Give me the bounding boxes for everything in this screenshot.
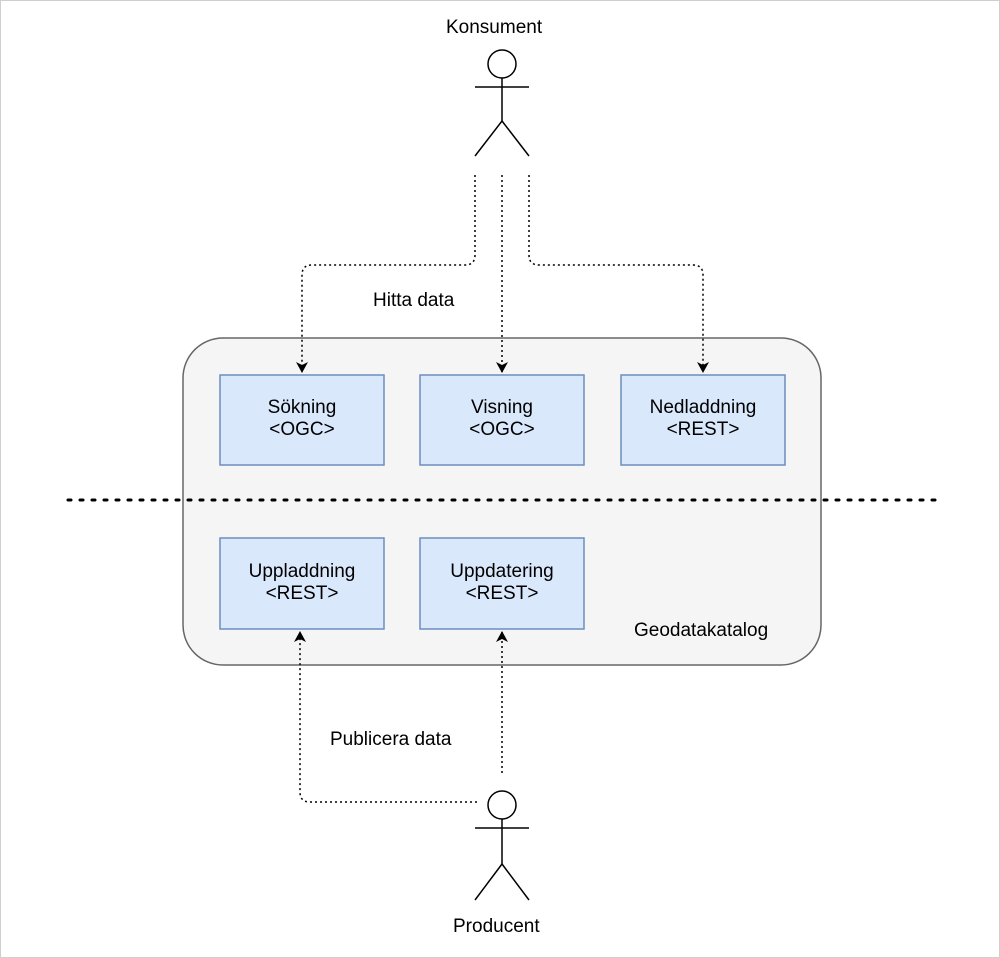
- download-service-name: Nedladdning: [649, 397, 757, 418]
- search-service-protocol: <OGC>: [269, 419, 335, 440]
- view-service-box: [419, 374, 585, 466]
- view-service-label: Visning <OGC>: [420, 397, 584, 441]
- download-service-label: Nedladdning <REST>: [621, 397, 785, 441]
- upload-service-label: Uppladdning <REST>: [220, 561, 384, 605]
- producer-label: Producent: [453, 916, 540, 937]
- consumer-actor-icon: [474, 49, 530, 157]
- search-service-box: [219, 374, 385, 466]
- update-service-label: Uppdatering <REST>: [420, 561, 584, 605]
- publish-data-label: Publicera data: [330, 729, 452, 750]
- download-service-protocol: <REST>: [666, 419, 740, 440]
- upload-service-protocol: <REST>: [265, 583, 339, 604]
- edge-consumer-to-search: [296, 175, 476, 373]
- edge-producer-to-upload: [294, 631, 477, 803]
- find-data-label: Hitta data: [373, 290, 455, 311]
- update-service-name: Uppdatering: [450, 561, 554, 582]
- update-service-box: [419, 537, 585, 630]
- consumer-label: Konsument: [446, 17, 543, 38]
- view-service-protocol: <OGC>: [469, 419, 535, 440]
- download-service-box: [620, 374, 786, 466]
- search-service-name: Sökning: [267, 397, 337, 418]
- geodatakatalog-label: Geodatakatalog: [634, 620, 769, 641]
- upload-service-box: [219, 537, 385, 630]
- producer-actor-icon: [474, 790, 530, 901]
- search-service-label: Sökning <OGC>: [220, 397, 384, 441]
- view-service-name: Visning: [471, 397, 533, 418]
- update-service-protocol: <REST>: [465, 583, 539, 604]
- upload-service-name: Uppladdning: [248, 561, 356, 582]
